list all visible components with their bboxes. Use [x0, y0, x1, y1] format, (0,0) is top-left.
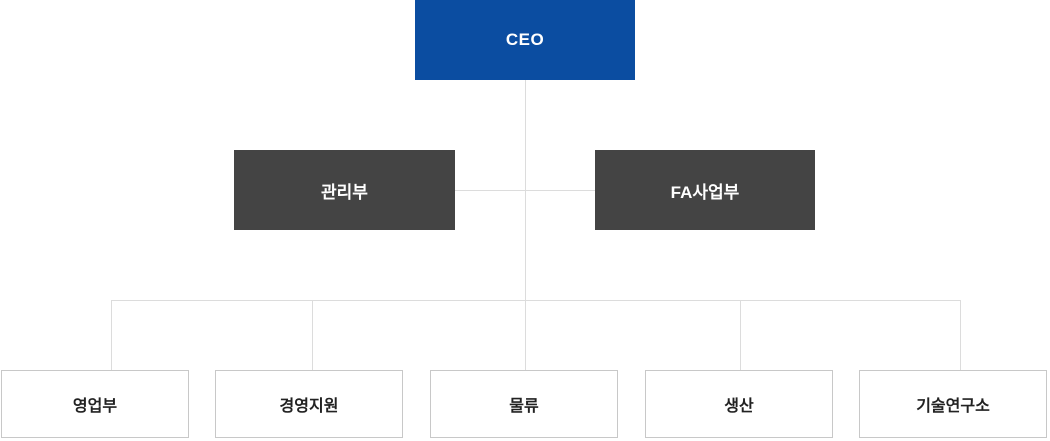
node-ceo: CEO	[415, 0, 635, 80]
connector-drop-tech-research	[960, 300, 961, 370]
node-production-label: 생산	[724, 398, 754, 415]
connector-departments-horizontal	[455, 190, 595, 191]
node-management-dept: 관리부	[234, 150, 455, 230]
node-fa-business-dept: FA사업부	[595, 150, 815, 230]
node-logistics: 물류	[430, 370, 618, 438]
node-management-support-label: 경영지원	[279, 398, 339, 415]
node-tech-research-institute: 기술연구소	[859, 370, 1047, 438]
node-fa-business-dept-label: FA사업부	[670, 182, 740, 202]
node-management-dept-label: 관리부	[321, 182, 368, 202]
connector-teams-horizontal	[111, 300, 961, 301]
connector-drop-management-support	[312, 300, 313, 370]
connector-drop-sales	[111, 300, 112, 370]
connector-ceo-vertical	[525, 80, 526, 370]
node-sales-dept-label: 영업부	[72, 398, 118, 415]
node-logistics-label: 물류	[509, 398, 539, 415]
node-ceo-label: CEO	[505, 30, 545, 49]
node-management-support: 경영지원	[215, 370, 403, 438]
node-sales-dept: 영업부	[1, 370, 189, 438]
node-production: 생산	[645, 370, 833, 438]
connector-drop-production	[740, 300, 741, 370]
node-tech-research-institute-label: 기술연구소	[916, 398, 990, 415]
